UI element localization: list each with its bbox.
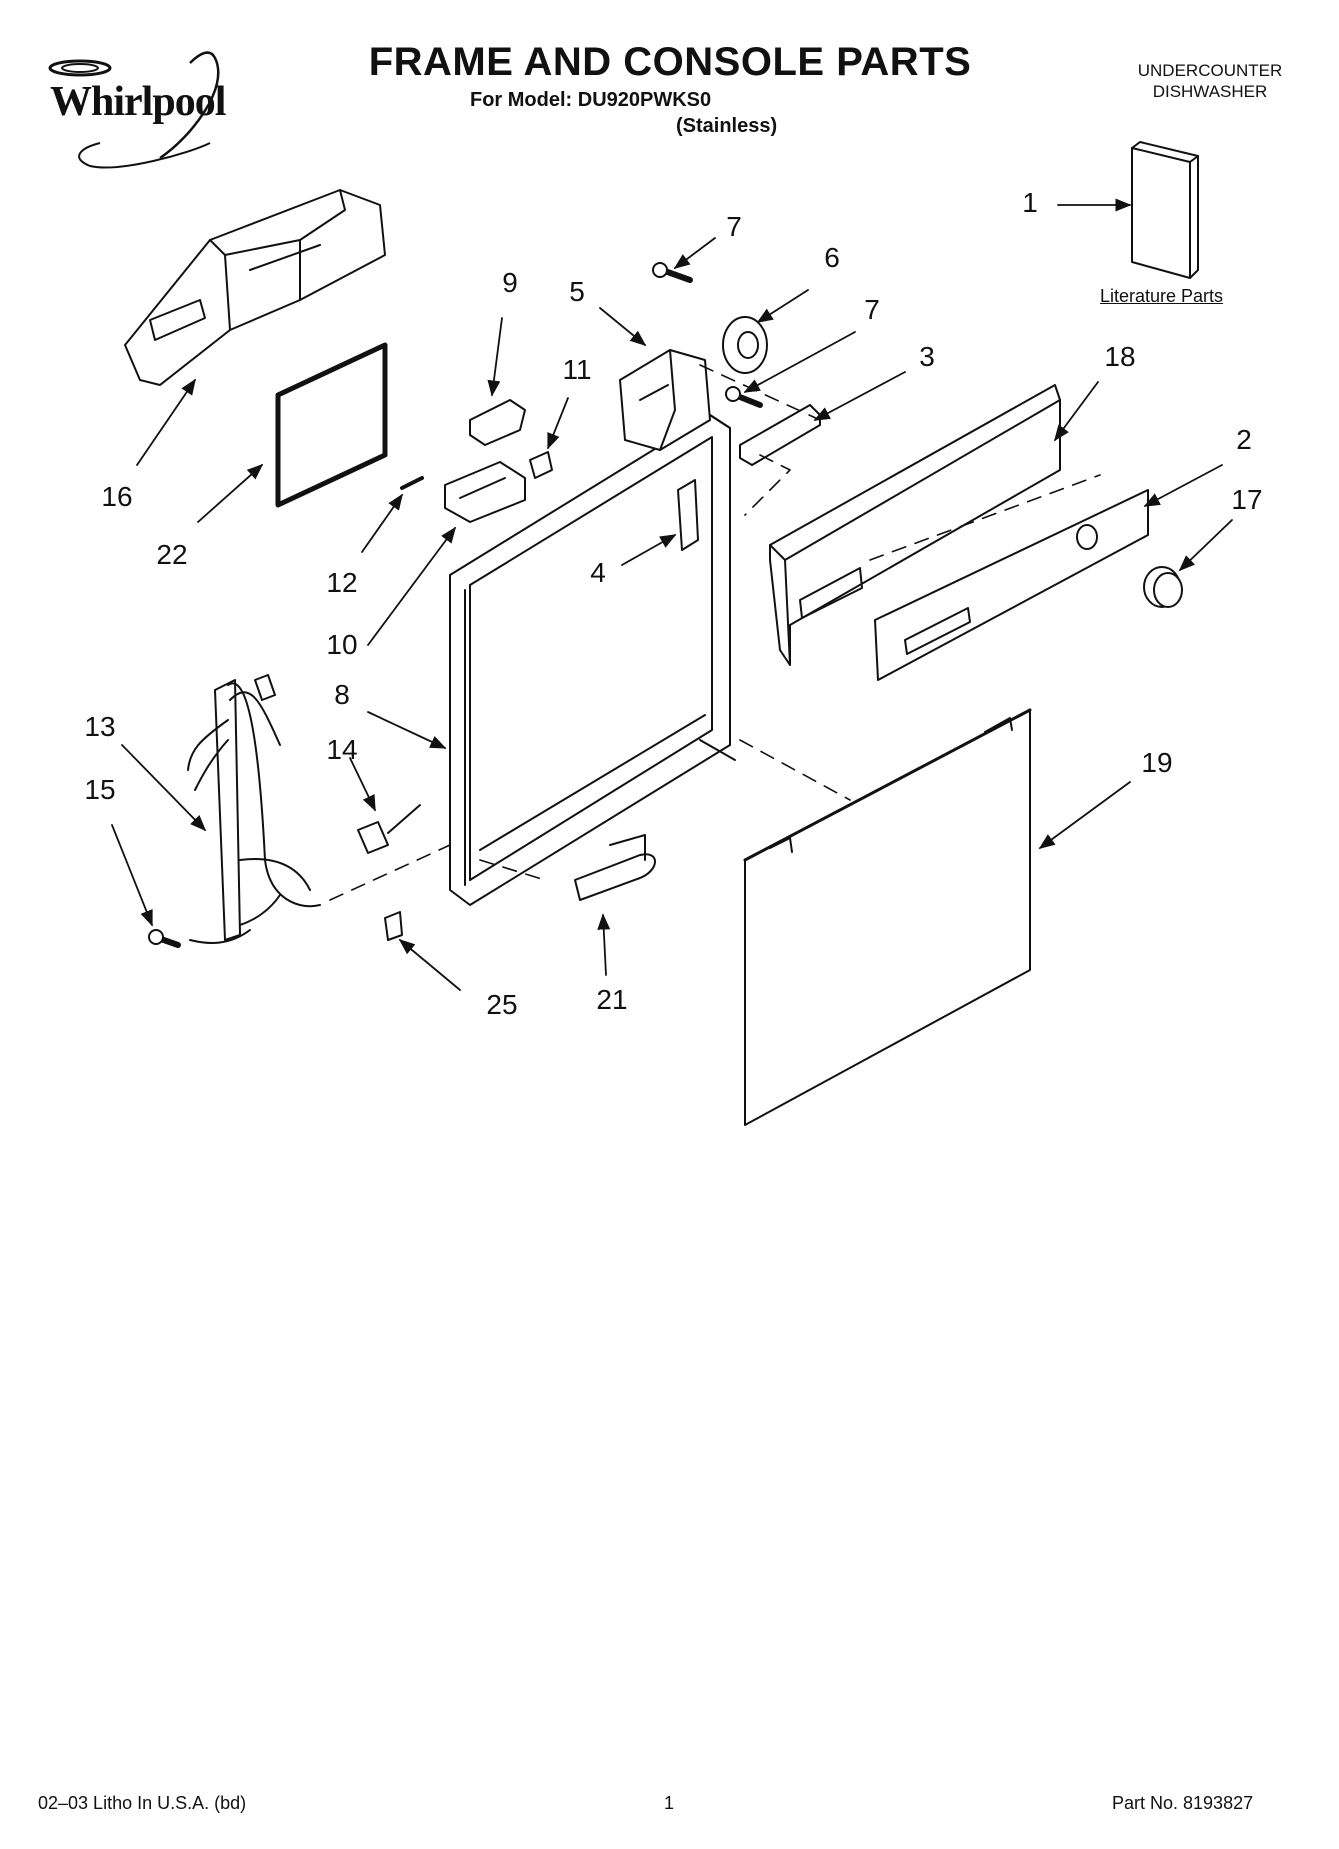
footer-part-number: Part No. 8193827: [1112, 1793, 1254, 1813]
callout-4: 4: [590, 557, 606, 588]
callout-10: 10: [326, 629, 358, 660]
part-screw-lower: [725, 386, 763, 408]
part-thermal-fuse: [357, 804, 421, 854]
brand-name: Whirlpool: [50, 79, 226, 125]
part-selector-dial: [722, 316, 768, 374]
callout-25: 25: [486, 989, 518, 1020]
callout-1: 1: [1022, 187, 1038, 218]
leader-arrows: [111, 198, 1233, 991]
part-control-knob: [1143, 566, 1183, 608]
model-line: For Model: DU920PWKS0: [470, 89, 712, 111]
part-frame-bracket: [677, 479, 699, 551]
callout-5: 5: [569, 276, 585, 307]
part-switch-holder: [444, 461, 526, 523]
footer-page-number: 1: [664, 1793, 675, 1813]
callout-21: 21: [596, 984, 628, 1015]
callout-19: 19: [1141, 747, 1173, 778]
logo-swirl-icon: [48, 51, 220, 169]
part-harness-screw: [148, 929, 181, 948]
footer-litho: 02–03 Litho In U.S.A. (bd): [38, 1793, 247, 1813]
callout-14: 14: [326, 734, 358, 765]
part-control-panel: [874, 489, 1149, 681]
part-handle-clip: [574, 834, 656, 901]
part-connector: [529, 451, 553, 479]
callout-22: 22: [156, 539, 188, 570]
callout-6: 6: [824, 242, 840, 273]
callout-7-upper: 7: [726, 211, 742, 242]
part-screw-upper: [652, 262, 693, 283]
part-door-switch: [469, 399, 526, 446]
part-small-clip: [384, 911, 403, 941]
part-wire-harness: [187, 674, 321, 944]
callout-3: 3: [919, 341, 935, 372]
callout-9: 9: [502, 267, 518, 298]
finish-label: (Stainless): [676, 115, 778, 137]
part-console-housing: [124, 189, 386, 386]
part-switch-assembly: [619, 349, 711, 451]
part-console-panel: [769, 384, 1061, 666]
callout-8: 8: [334, 679, 350, 710]
literature-parts-label: Literature Parts: [1100, 286, 1224, 306]
callout-15: 15: [84, 774, 116, 805]
callout-17: 17: [1231, 484, 1263, 515]
alignment-lines: [329, 364, 1101, 901]
callout-13: 13: [84, 711, 116, 742]
exploded-parts-diagram: [111, 141, 1233, 1126]
callout-16: 16: [101, 481, 133, 512]
callout-18: 18: [1104, 341, 1136, 372]
product-type: UNDERCOUNTER DISHWASHER: [1090, 60, 1330, 102]
part-indicator-board: [739, 404, 821, 466]
callout-11: 11: [562, 354, 592, 385]
callout-7-lower: 7: [864, 294, 880, 325]
part-pin: [400, 476, 424, 490]
part-insulation-panel: [275, 342, 388, 508]
part-outer-door-panel: [743, 708, 1032, 1126]
page-title: FRAME AND CONSOLE PARTS: [368, 40, 972, 84]
whirlpool-logo: Whirlpool: [40, 48, 280, 178]
callout-2: 2: [1236, 424, 1252, 455]
product-line-2: DISHWASHER: [1152, 82, 1268, 101]
product-line-1: UNDERCOUNTER: [1137, 61, 1283, 80]
callout-12: 12: [326, 567, 358, 598]
part-literature-booklet: [1131, 141, 1199, 279]
